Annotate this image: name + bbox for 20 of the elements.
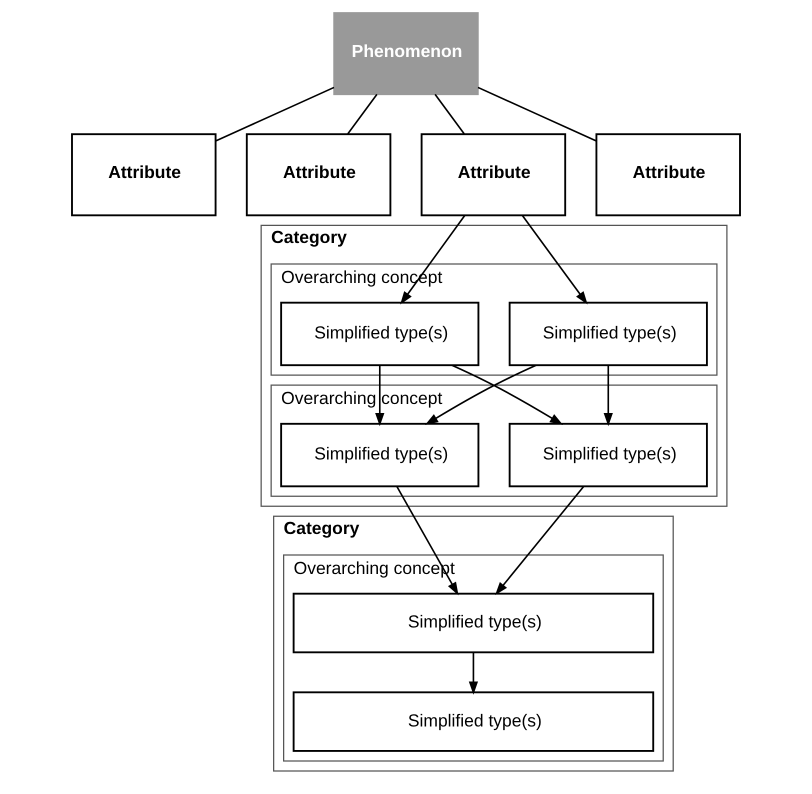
connector <box>434 94 465 134</box>
node-box: Phenomenon <box>333 12 479 96</box>
node-box: Attribute <box>246 133 392 216</box>
node-box: Attribute <box>71 133 217 216</box>
connector <box>215 86 334 142</box>
arrow <box>375 366 384 426</box>
node-box: Simplified type(s) <box>508 302 708 366</box>
node-box: Simplified type(s) <box>292 691 654 752</box>
arrow <box>468 652 478 695</box>
node-box: Attribute <box>420 133 566 216</box>
connector <box>347 94 378 134</box>
arrow <box>495 486 584 596</box>
node-box: Attribute <box>595 133 741 216</box>
node-box: Simplified type(s) <box>280 302 480 366</box>
node-box: Simplified type(s) <box>292 592 654 654</box>
node-box: Simplified type(s) <box>508 422 708 488</box>
arrow <box>604 366 613 426</box>
node-box: Simplified type(s) <box>280 422 480 488</box>
connector <box>478 86 597 142</box>
arrow <box>522 215 588 305</box>
